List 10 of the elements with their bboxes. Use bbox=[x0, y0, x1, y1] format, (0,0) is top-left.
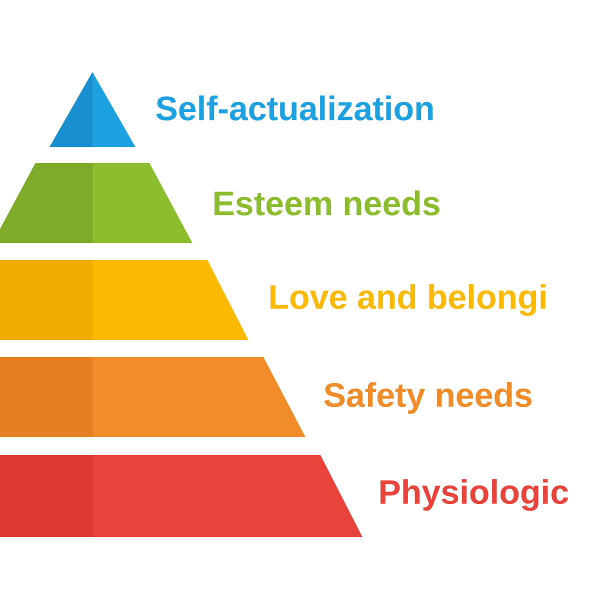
level-label: Safety needs bbox=[324, 382, 532, 414]
level-label: Esteem needs bbox=[214, 190, 440, 216]
pyramid-level bbox=[0, 260, 248, 340]
level-label: Love and belongi bbox=[270, 284, 546, 316]
level-label: Self-actualization bbox=[156, 96, 433, 120]
pyramid-level bbox=[0, 357, 306, 437]
level-label: Physiologic bbox=[380, 479, 568, 511]
pyramid-level bbox=[50, 72, 136, 147]
pyramid-level bbox=[0, 163, 192, 243]
pyramid-level bbox=[0, 455, 362, 537]
